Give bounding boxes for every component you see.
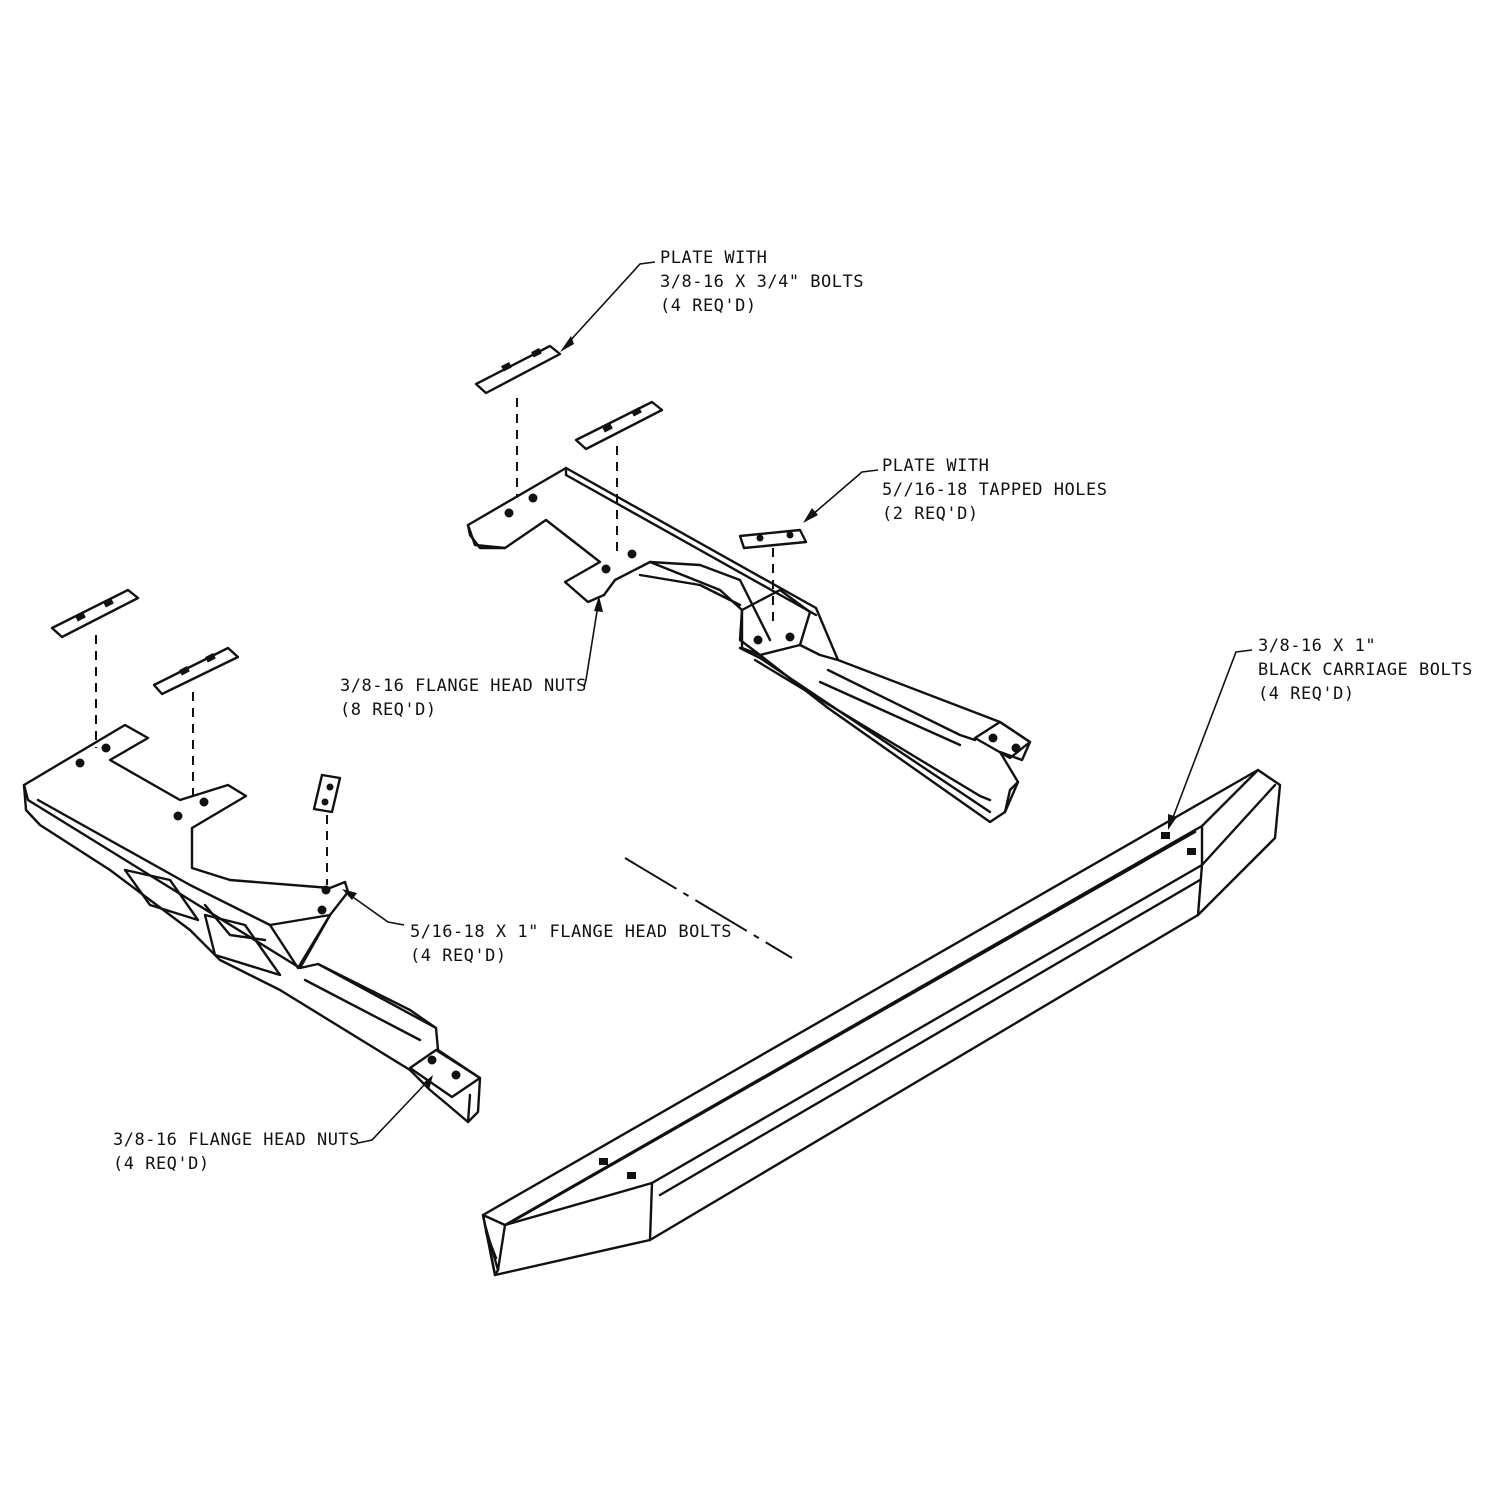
callout-line: PLATE WITH [660, 248, 768, 268]
callout-line: (4 REQ'D) [113, 1154, 210, 1174]
callout-line: BLACK CARRIAGE BOLTS [1258, 660, 1473, 680]
callout-line: (4 REQ'D) [410, 946, 507, 966]
callout-plate-with-tapped-holes: PLATE WITH 5//16-18 TAPPED HOLES (2 REQ'… [882, 454, 1107, 526]
callout-plate-with-bolts: PLATE WITH 3/8-16 X 3/4" BOLTS (4 REQ'D) [660, 246, 864, 318]
plate-tapped-lower [312, 773, 342, 814]
callout-line: 3/8-16 FLANGE HEAD NUTS [113, 1130, 360, 1150]
callout-line: 3/8-16 X 1" [1258, 636, 1377, 656]
upper-plate-right [574, 400, 664, 451]
upper-bracket-hole [528, 493, 538, 503]
upper-bracket-hole [504, 508, 514, 518]
callout-line: (4 REQ'D) [1258, 684, 1355, 704]
lower-plate-left [50, 588, 140, 639]
callout-line: (4 REQ'D) [660, 296, 757, 316]
callout-line: 3/8-16 FLANGE HEAD NUTS [340, 676, 587, 696]
callout-flange-head-bolts: 5/16-18 X 1" FLANGE HEAD BOLTS (4 REQ'D) [410, 920, 732, 968]
callout-upper-flange-head-nuts: 3/8-16 FLANGE HEAD NUTS (8 REQ'D) [340, 674, 587, 722]
callout-lower-flange-head-nuts: 3/8-16 FLANGE HEAD NUTS (4 REQ'D) [113, 1128, 360, 1176]
upper-bracket-hole [601, 564, 611, 574]
upper-bracket [466, 466, 1032, 824]
callout-line: (8 REQ'D) [340, 700, 437, 720]
plate-tapped-upper [738, 528, 808, 550]
upper-bracket-hole [627, 549, 637, 559]
callout-line: 5//16-18 TAPPED HOLES [882, 480, 1108, 500]
callout-line: 5/16-18 X 1" FLANGE HEAD BOLTS [410, 922, 733, 942]
lower-bracket [22, 723, 482, 1124]
upper-bracket-hole [753, 635, 763, 645]
center-axis-line [624, 857, 793, 959]
upper-plate-left [474, 344, 562, 395]
upper-bracket-hole [988, 733, 998, 743]
leader-lines [342, 261, 1253, 1144]
callout-black-carriage-bolts: 3/8-16 X 1" BLACK CARRIAGE BOLTS (4 REQ'… [1258, 634, 1473, 706]
callout-line: (2 REQ'D) [882, 504, 979, 524]
callout-line: 3/8-16 X 3/4" BOLTS [660, 272, 864, 292]
lower-plate-right [152, 646, 240, 696]
upper-bracket-hole [1011, 743, 1021, 753]
bumper-bar [481, 768, 1282, 1277]
callout-line: PLATE WITH [882, 456, 990, 476]
upper-bracket-hole [785, 632, 795, 642]
